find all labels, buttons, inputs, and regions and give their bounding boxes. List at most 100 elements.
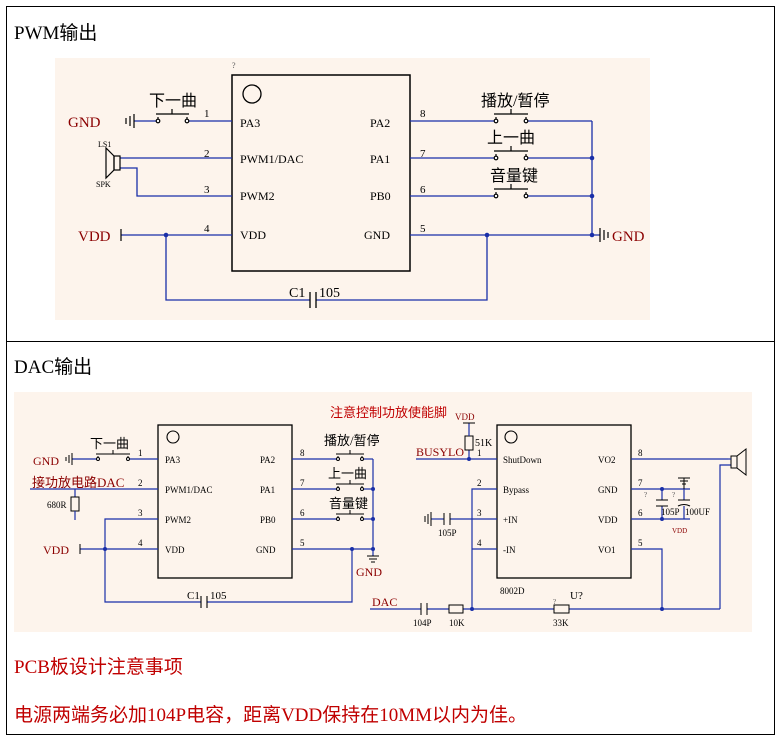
dac-button-prev-label: 上一曲 [328, 466, 367, 481]
dac-pin-name-1: PA3 [165, 455, 181, 465]
dac-button-play [336, 450, 364, 461]
pwm-wires [120, 120, 600, 301]
dac-pin-num-6: 6 [300, 508, 305, 518]
dac-pin-name-3: PWM2 [165, 515, 191, 525]
amp-junction-shutdown [467, 457, 471, 461]
amp-cap-105p-in [424, 512, 451, 526]
dac-pin-num-3: 3 [138, 508, 143, 518]
notes-body: 电源两端务必加104P电容，距离VDD保持在10MM以内为佳。 [14, 705, 528, 726]
amp-pin-num-6: 6 [638, 508, 643, 518]
amp-dac-input-label: DAC [372, 595, 397, 609]
dac-button-volume-label: 音量键 [329, 496, 368, 511]
amp-cap-104p [420, 603, 428, 615]
pwm-pin-name-1: PA3 [240, 116, 260, 130]
pwm-pin-num-6: 6 [420, 184, 426, 196]
pwm-pin-num-4: 4 [204, 223, 210, 235]
amp-cap-105p-out-label: 105P [661, 507, 680, 517]
dac-chip-pin1-marker [166, 430, 180, 444]
amp-pin-num-8: 8 [638, 448, 643, 458]
dac-junction-pb0 [371, 517, 375, 521]
dac-gnd-left-label: GND [33, 454, 59, 468]
amp-pin-num-3: 3 [477, 508, 482, 518]
amp-speaker-icon [730, 447, 747, 477]
dac-pin-name-2: PWM1/DAC [165, 485, 213, 495]
pwm-pin-name-7: PA1 [370, 152, 390, 166]
pwm-junctions [163, 155, 595, 238]
dac-cap-value: 105 [210, 590, 227, 602]
pwm-pin-name-8: PA2 [370, 116, 390, 130]
pwm-button-play-label: 播放/暂停 [481, 92, 549, 110]
pwm-button-play [493, 109, 529, 124]
amp-gnd-right-symbol [678, 477, 690, 489]
amp-pin-name-5: VO1 [598, 545, 616, 555]
pwm-pin-name-4: VDD [240, 228, 266, 242]
dac-pin-num-8: 8 [300, 448, 305, 458]
dac-wires [30, 458, 374, 603]
amp-cap-104p-label: 104P [413, 618, 432, 628]
amp-pin-name-8: VO2 [598, 455, 616, 465]
amp-junction-vo1 [660, 607, 664, 611]
amp-resistor-33k-label: 33K [553, 618, 569, 628]
amp-resistor-51k-label: 51K [475, 438, 493, 449]
amp-junction-vdd [660, 517, 664, 521]
amp-resistor-10k [448, 604, 464, 614]
dac-gnd-left-symbol [65, 453, 73, 465]
notes-heading: PCB板设计注意事项 [14, 657, 183, 678]
amp-pin-num-2: 2 [477, 478, 482, 488]
amp-vdd-top-label: VDD [455, 412, 475, 422]
dac-pin-name-4: VDD [165, 545, 185, 555]
amp-pin-name-4: -IN [503, 545, 516, 555]
pwm-pin-name-5: GND [364, 228, 390, 242]
pwm-pin-num-8: 8 [420, 108, 426, 120]
amp-pin-name-2: Bypass [503, 485, 530, 495]
amp-resistor-10k-label: 10K [449, 618, 465, 628]
dac-junction-vdd [103, 547, 107, 551]
pwm-gnd-left-symbol [125, 114, 135, 128]
dac-button-prev [336, 480, 364, 491]
pwm-gnd-left-label: GND [68, 115, 101, 131]
dac-button-volume [336, 510, 364, 521]
pwm-section-title: PWM输出 [14, 23, 98, 44]
amp-pin-num-4: 4 [477, 538, 482, 548]
amp-chip-pin1-marker [504, 430, 518, 444]
amp-ref-label: U? [570, 590, 583, 602]
dac-pin-num-5: 5 [300, 538, 305, 548]
amp-chip-body [496, 424, 632, 579]
amp-cap-mark-1: ? [644, 491, 647, 499]
pwm-gnd-right-symbol [599, 228, 609, 242]
pwm-speaker-ref: LS1 [98, 140, 111, 149]
pwm-gnd-right-label: GND [612, 229, 645, 245]
pwm-cap-value: 105 [319, 286, 340, 301]
amp-pin-num-7: 7 [638, 478, 643, 488]
pwm-chip-body [231, 74, 411, 272]
amp-pin-name-6: VDD [598, 515, 618, 525]
pwm-button-next [155, 109, 190, 124]
amp-resistor-33k-mark: ? [553, 598, 556, 606]
pwm-pin-num-1: 1 [204, 108, 210, 120]
dac-junction-gnd2 [371, 547, 375, 551]
pwm-chip-pin1-marker [242, 84, 262, 104]
pwm-pin-num-2: 2 [204, 148, 210, 160]
dac-button-next-label: 下一曲 [90, 436, 129, 451]
pwm-button-prev-label: 上一曲 [487, 129, 535, 147]
pwm-vdd-label: VDD [78, 229, 111, 245]
amp-pin-num-5: 5 [638, 538, 643, 548]
dac-section-cell [6, 341, 775, 735]
dac-gnd-bottom-label: GND [356, 565, 382, 579]
dac-pin-name-5: GND [256, 545, 276, 555]
pwm-button-prev [493, 146, 529, 161]
amp-output-caps [656, 499, 691, 507]
amp-pin-name-1: ShutDown [503, 455, 542, 465]
dac-amp-link-label: 接功放电路DAC [32, 475, 124, 490]
dac-pin-num-2: 2 [138, 478, 143, 488]
pwm-pin-num-5: 5 [420, 223, 426, 235]
dac-button-play-label: 播放/暂停 [324, 433, 380, 448]
dac-junction-gnd [350, 547, 354, 551]
pwm-pin-num-7: 7 [420, 148, 426, 160]
amp-pin-name-3: +IN [503, 515, 518, 525]
dac-section-title: DAC输出 [14, 357, 93, 378]
dac-vdd-label: VDD [43, 543, 69, 557]
dac-gnd-bottom-symbol [367, 555, 379, 563]
pwm-pin-num-3: 3 [204, 184, 210, 196]
dac-chip-body [157, 424, 293, 579]
